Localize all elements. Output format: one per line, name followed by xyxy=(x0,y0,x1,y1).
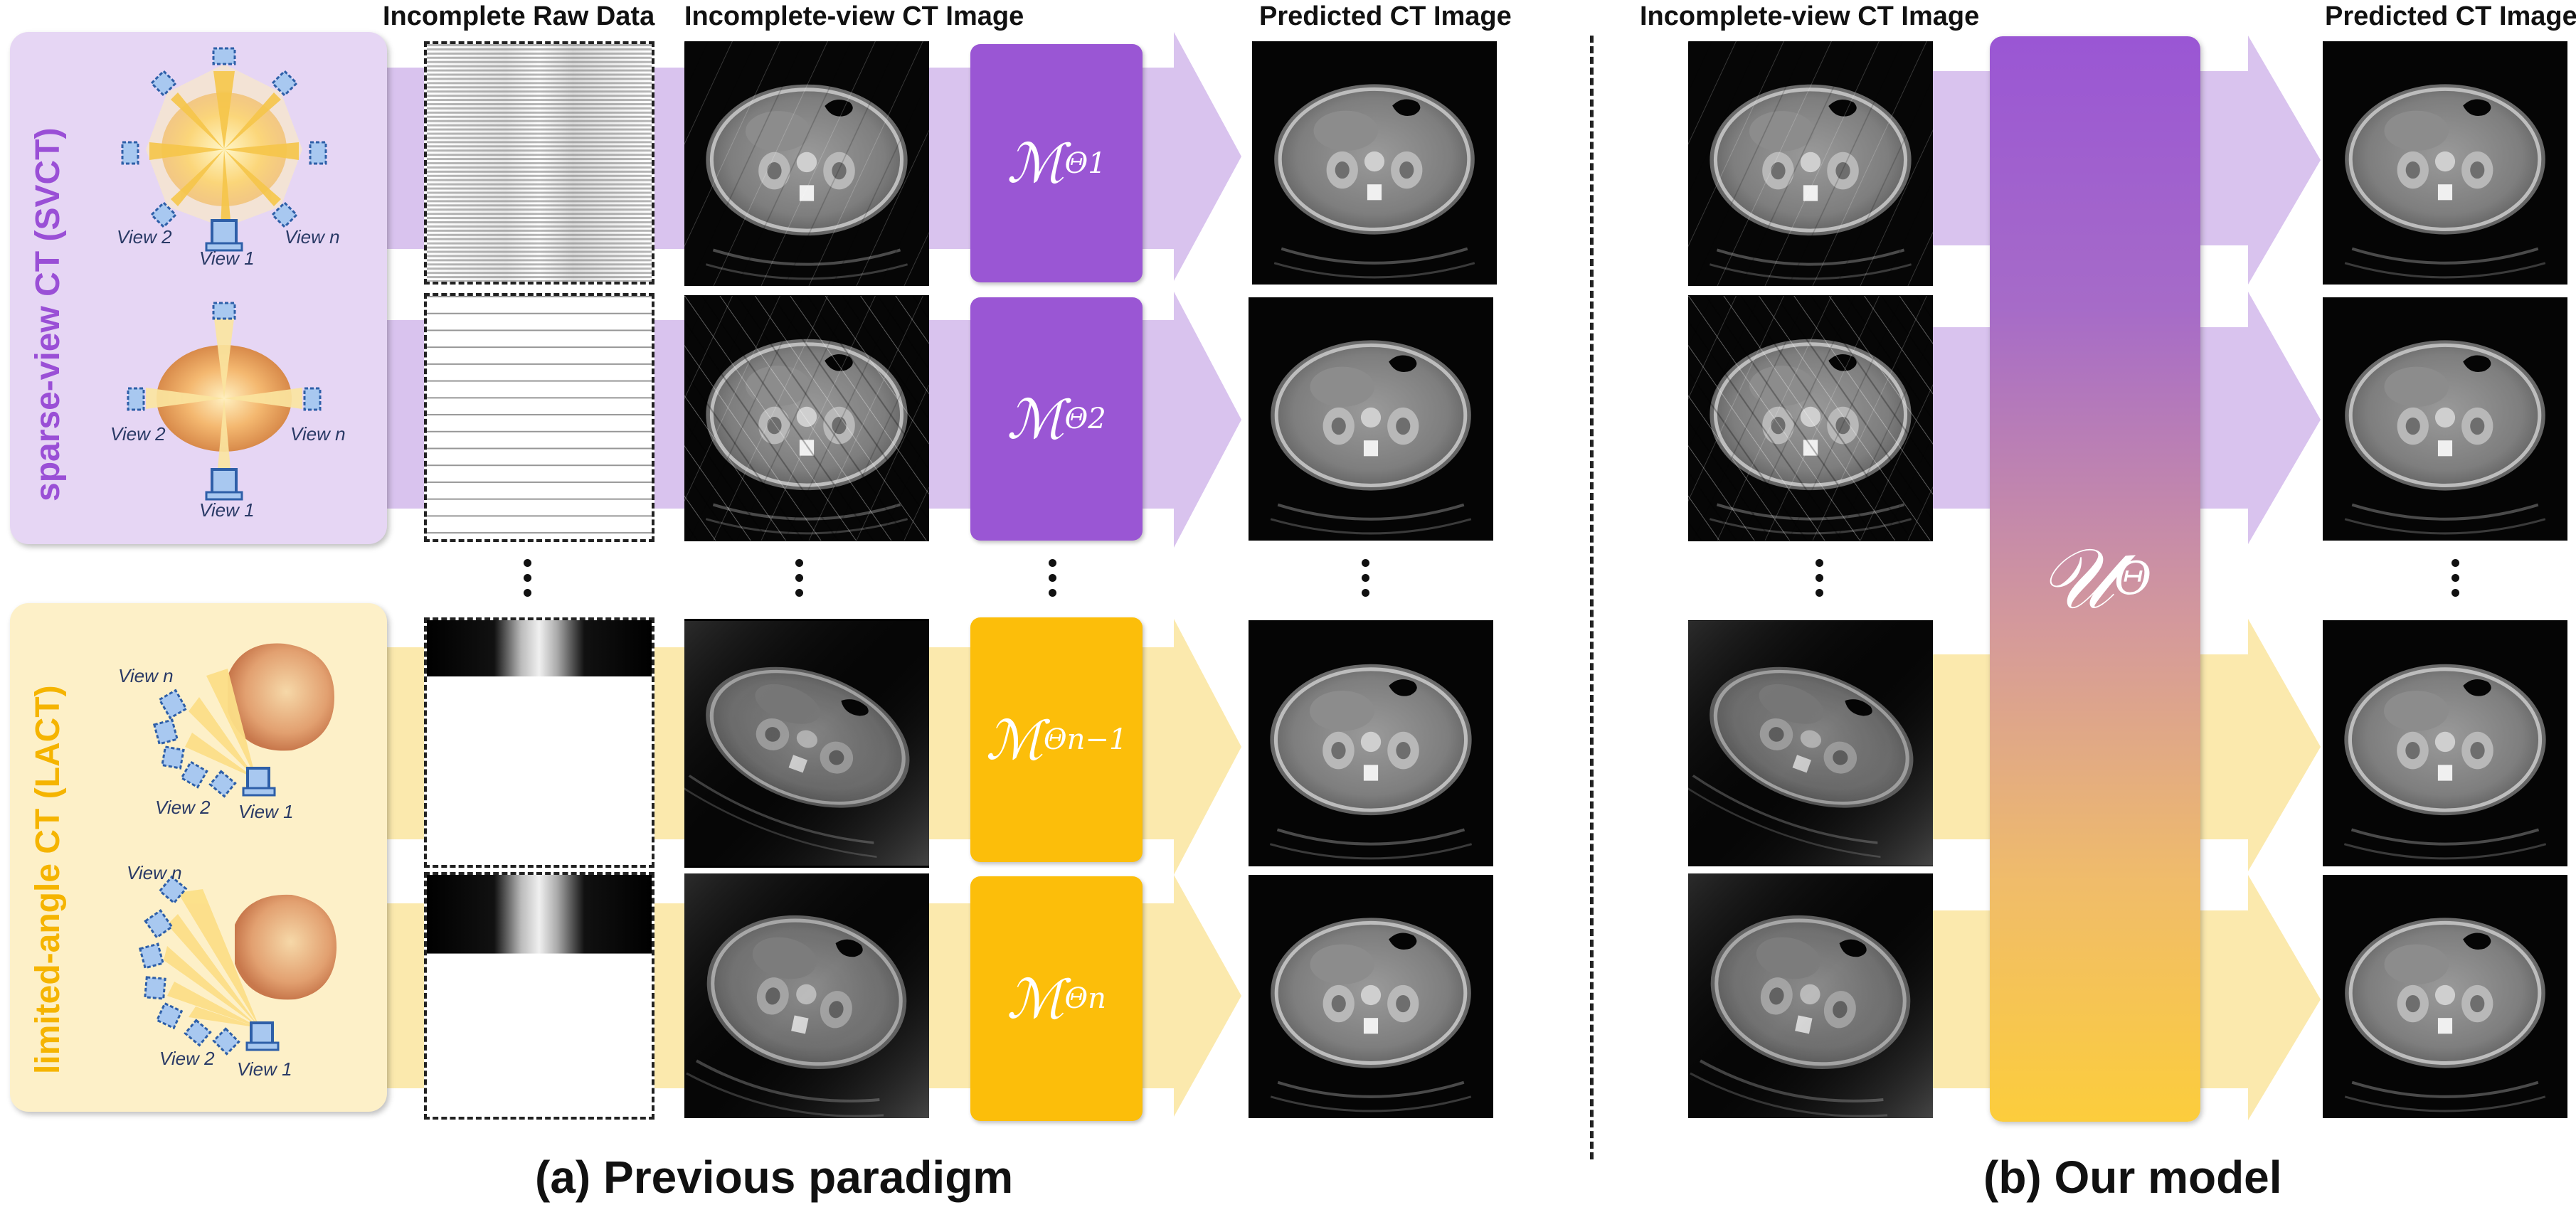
lact1-view-1-label: View 1 xyxy=(238,801,294,822)
lact2-view-n-label: View n xyxy=(127,862,182,883)
header-predicted-ct-b: Predicted CT Image xyxy=(2325,1,2576,31)
ct-incomplete-svct-2-b xyxy=(1688,295,1933,541)
lact-scanner-diagram-2 xyxy=(138,875,337,1056)
ct-predicted-lact-1-a xyxy=(1249,620,1493,866)
header-incomplete-view-ct-b: Incomplete-view CT Image xyxy=(1640,1,1980,31)
model-subscript: Θ2 xyxy=(1064,403,1106,435)
ct-incomplete-lact-2-b xyxy=(1688,873,1933,1118)
ellipsis-incomplete-b xyxy=(1816,559,1824,604)
lact-group-label: limited-angle CT (LACT) xyxy=(29,685,67,1074)
ct-incomplete-svct-1-b xyxy=(1688,41,1933,286)
ellipsis-predicted-a xyxy=(1362,559,1370,604)
header-incomplete-raw-data: Incomplete Raw Data xyxy=(383,1,655,31)
paradigm-divider xyxy=(1590,36,1594,1159)
lact1-view-n-label: View n xyxy=(118,665,174,686)
raw-data-lact-2 xyxy=(424,872,654,1120)
ellipsis-predicted-b xyxy=(2452,559,2460,604)
header-incomplete-view-ct-a: Incomplete-view CT Image xyxy=(684,1,1024,31)
svct1-view-n-label: View n xyxy=(285,226,340,248)
svct-scanner-diagram-1 xyxy=(121,47,327,252)
raw-data-svct-2 xyxy=(424,293,654,542)
ct-incomplete-lact-2-a xyxy=(684,873,929,1118)
ct-incomplete-svct-2-a xyxy=(684,295,929,541)
raw-data-lact-1 xyxy=(424,617,654,868)
model-subscript: Θ1 xyxy=(1064,147,1106,180)
unified-model-subscript: Θ xyxy=(2114,553,2152,605)
caption-previous-paradigm: (a) Previous paradigm xyxy=(535,1152,1014,1203)
unified-model-symbol: 𝒰 xyxy=(2038,529,2114,627)
ct-predicted-svct-1-b xyxy=(2323,41,2567,285)
model-symbol: ℳ xyxy=(1007,387,1065,451)
raw-data-svct-1 xyxy=(424,41,654,285)
svct2-view-n-label: View n xyxy=(290,423,346,445)
svct1-view-2-label: View 2 xyxy=(117,226,172,248)
ct-predicted-svct-2-a xyxy=(1249,297,1493,541)
lact1-view-2-label: View 2 xyxy=(155,797,211,818)
ct-predicted-lact-2-a xyxy=(1249,875,1493,1118)
ct-predicted-svct-2-b xyxy=(2323,297,2567,541)
ct-incomplete-svct-1-a xyxy=(684,41,929,286)
svct2-view-1-label: View 1 xyxy=(199,499,255,521)
model-symbol: ℳ xyxy=(1007,967,1065,1031)
model-subscript: Θn xyxy=(1064,982,1106,1015)
caption-our-model: (b) Our model xyxy=(1983,1152,2282,1203)
svct-group-label: sparse-view CT (SVCT) xyxy=(29,127,67,501)
svct1-view-1-label: View 1 xyxy=(199,248,255,269)
ct-incomplete-lact-1-a xyxy=(684,619,929,868)
svct2-view-2-label: View 2 xyxy=(110,423,166,445)
ct-predicted-lact-2-b xyxy=(2323,875,2567,1118)
model-subscript: Θn−1 xyxy=(1043,723,1128,756)
lact2-view-2-label: View 2 xyxy=(159,1048,215,1069)
lact2-view-1-label: View 1 xyxy=(237,1058,292,1080)
model-symbol: ℳ xyxy=(985,708,1044,772)
ellipsis-incomplete-a xyxy=(795,559,804,604)
ct-incomplete-lact-1-b xyxy=(1688,620,1933,866)
ellipsis-models-a xyxy=(1049,559,1057,604)
header-predicted-ct-a: Predicted CT Image xyxy=(1259,1,1512,31)
ct-predicted-svct-1-a xyxy=(1252,41,1497,285)
ct-predicted-lact-1-b xyxy=(2323,620,2567,866)
lact-scanner-diagram-1 xyxy=(152,643,334,798)
model-symbol: ℳ xyxy=(1007,132,1065,195)
svct-scanner-diagram-2 xyxy=(127,302,322,501)
ellipsis-raw xyxy=(524,559,532,604)
